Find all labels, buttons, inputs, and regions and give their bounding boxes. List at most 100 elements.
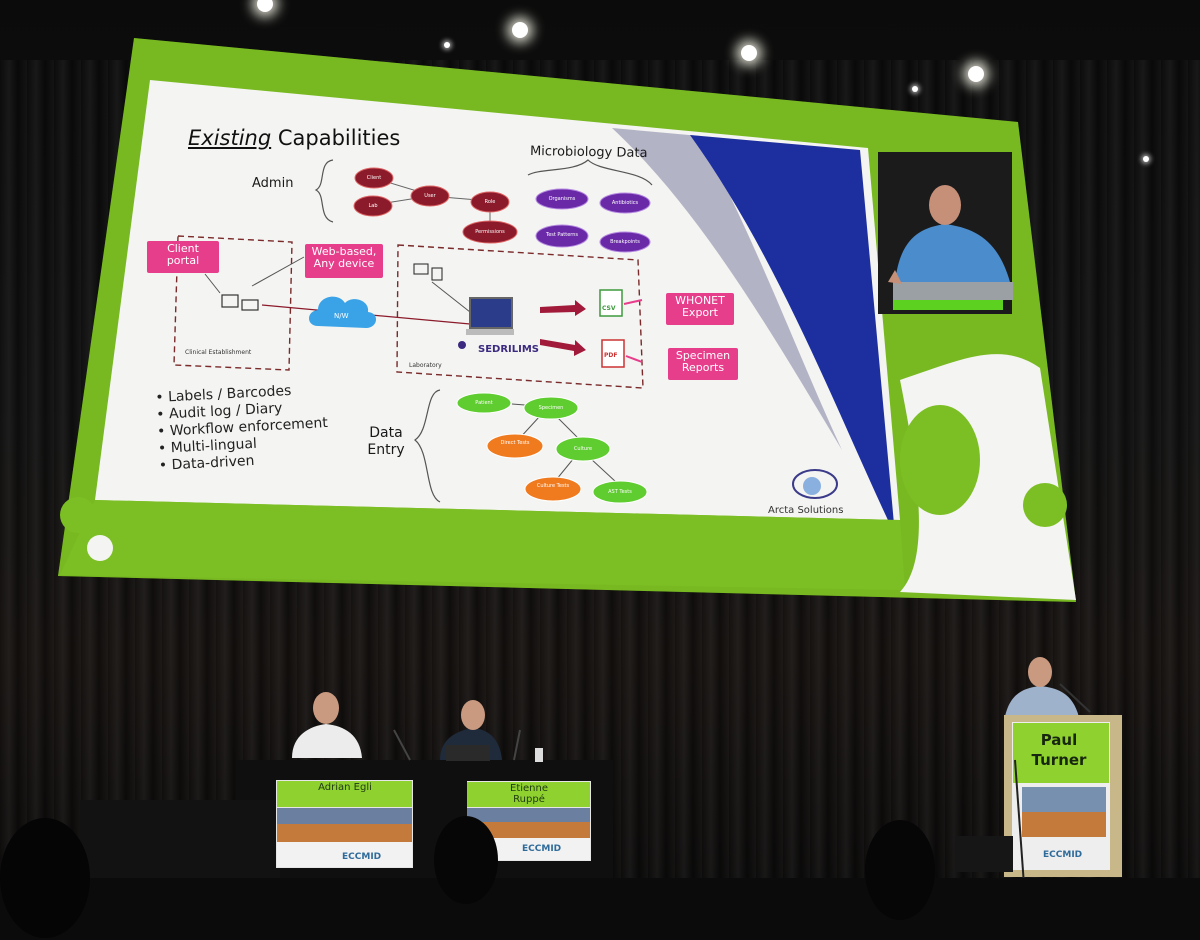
pdf-label: PDF	[604, 352, 618, 359]
capability-bullet-list: Labels / Barcodes Audit log / Diary Work…	[155, 381, 330, 475]
entry-link	[555, 457, 575, 481]
laboratory-box	[396, 244, 644, 389]
white-blob	[87, 535, 113, 561]
client-laptop-icon	[241, 299, 259, 311]
speaker-head	[1028, 657, 1052, 687]
lectern-banner-houses	[1022, 812, 1106, 837]
panel-laptop	[446, 745, 490, 761]
microphone-icon	[513, 729, 521, 761]
entry-node-label: Specimen	[538, 405, 564, 411]
ceiling-light	[968, 66, 984, 82]
micro-node-label: Breakpoints	[610, 239, 640, 245]
client-monitor-icon	[221, 294, 239, 308]
micro-node-shape	[599, 231, 651, 253]
entry-node-label: Culture Tests	[536, 483, 570, 489]
admin-node-shape	[470, 191, 510, 213]
desk-banner-2-houses	[467, 822, 590, 838]
ceiling-light	[257, 0, 273, 12]
entry-node-shape	[524, 476, 582, 502]
network-cloud-icon	[309, 296, 377, 328]
microbiology-label: Microbiology Data	[529, 143, 648, 162]
panelist-2-name: Etienne Ruppé	[510, 783, 548, 805]
lims-keyboard-icon	[466, 329, 514, 335]
stage-monitor-speaker	[955, 836, 1013, 872]
ceiling-light	[512, 22, 528, 38]
side-microphone-stand	[1014, 759, 1025, 886]
specimen-pointer	[625, 355, 643, 363]
admin-node-label: Client	[366, 175, 382, 181]
pdf-file-icon	[601, 339, 625, 368]
ceiling-light	[1143, 156, 1149, 162]
inset-speaker-shirt	[895, 224, 1010, 282]
entry-node-shape	[555, 436, 611, 462]
green-blob	[1023, 483, 1067, 527]
event-label: ECCMID	[522, 844, 562, 854]
admin-node-shape	[353, 195, 393, 217]
audience-head	[865, 820, 935, 920]
network-label: N/W	[334, 312, 349, 320]
entry-link	[589, 457, 617, 483]
panel-desk-left	[80, 800, 280, 890]
desk-banner-2-base	[467, 838, 590, 860]
desk-banner-1-base	[277, 842, 412, 867]
entry-node-shape	[592, 480, 648, 504]
specimen-reports-callout: Specimen Reports	[668, 348, 738, 380]
audience-head	[0, 818, 90, 938]
panelist-1-head	[313, 692, 339, 724]
ceiling-light	[444, 42, 450, 48]
lab-tablet-icon	[431, 267, 443, 281]
entry-node-label: Patient	[475, 400, 493, 406]
green-blob	[60, 497, 96, 533]
web-link	[251, 256, 305, 287]
whonet-pointer	[623, 299, 643, 305]
admin-node-shape	[410, 185, 450, 207]
lims-computer-icon	[469, 297, 513, 329]
entry-node-shape	[523, 396, 579, 420]
entry-node-label: Direct Tests	[500, 440, 530, 446]
web-based-callout: Web-based, Any device	[305, 244, 383, 278]
admin-node-shape	[462, 220, 518, 244]
lab-link	[431, 281, 471, 313]
water-glass	[535, 748, 543, 762]
entry-node-shape	[486, 433, 544, 459]
export-arrow-icon	[540, 300, 586, 316]
admin-node-shape	[354, 167, 394, 189]
portal-link	[204, 273, 221, 294]
lectern-microphone-icon	[1059, 683, 1091, 713]
lims-label: SEDRILIMS	[478, 344, 540, 355]
stage-floor	[0, 878, 1200, 940]
micro-node-label: Organisms	[548, 196, 576, 202]
clinical-label: Clinical Establishment	[185, 349, 252, 356]
inset-podium-green	[893, 298, 1003, 310]
speaker-body	[1004, 686, 1080, 722]
slide-bottom-green	[60, 500, 905, 590]
admin-node-label: Permissions	[475, 229, 505, 235]
inset-podium	[893, 282, 1013, 300]
lab-monitor-icon	[413, 263, 429, 275]
micro-node-label: Antibiotics	[611, 200, 639, 206]
panelist-1-body	[292, 724, 362, 758]
clinical-box	[173, 235, 293, 371]
ceiling-light	[912, 86, 918, 92]
panelist-2-head	[461, 700, 485, 730]
desk-banner-1-green	[277, 781, 412, 807]
inset-speaker-head	[929, 185, 961, 225]
event-label: ECCMID	[1043, 850, 1083, 860]
desk-banner-1-houses	[277, 824, 412, 842]
lectern-name: Paul Turner	[1031, 731, 1087, 769]
inset-speaker-arm	[888, 270, 902, 284]
arcta-logo-text: Arcta Solutions	[768, 505, 844, 516]
whonet-export-callout: WHONET Export	[666, 293, 734, 325]
lectern-banner-green	[1013, 723, 1109, 783]
arcta-logo-icon	[792, 469, 838, 499]
entry-node-label: AST Tests	[608, 489, 632, 495]
admin-brace	[314, 159, 334, 223]
laboratory-label: Laboratory	[409, 362, 442, 369]
dataentry-brace	[413, 389, 441, 503]
micro-node-shape	[535, 224, 589, 248]
arcta-logo-icon	[803, 477, 821, 495]
csv-file-icon	[599, 289, 623, 317]
micro-node-shape	[535, 188, 589, 210]
ceiling-light	[741, 45, 757, 61]
